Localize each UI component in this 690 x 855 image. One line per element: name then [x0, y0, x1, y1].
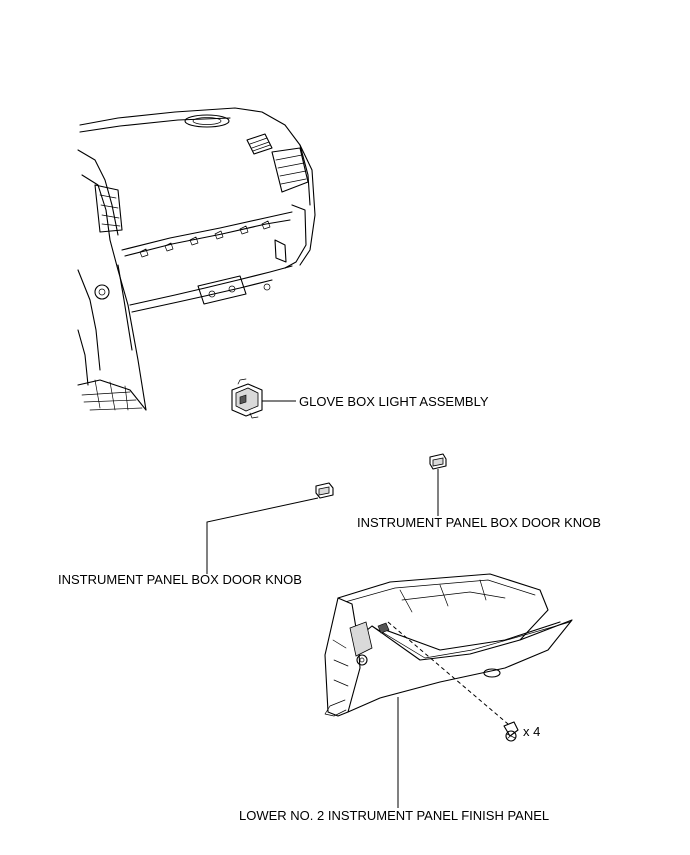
instrument-panel-illustration — [77, 107, 316, 411]
finish-panel-label: LOWER NO. 2 INSTRUMENT PANEL FINISH PANE… — [239, 808, 550, 823]
door-knob-left-part — [206, 482, 334, 574]
glove-box-light-part — [231, 378, 296, 419]
glove-box-light-label: GLOVE BOX LIGHT ASSEMBLY — [299, 394, 489, 409]
door-knob-right-label: INSTRUMENT PANEL BOX DOOR KNOB — [357, 515, 601, 530]
door-knob-left-label: INSTRUMENT PANEL BOX DOOR KNOB — [58, 572, 302, 587]
screw-part — [503, 721, 519, 742]
screw-quantity-label: x 4 — [523, 724, 541, 739]
finish-panel-part — [324, 573, 573, 808]
door-knob-right-part — [429, 453, 447, 516]
